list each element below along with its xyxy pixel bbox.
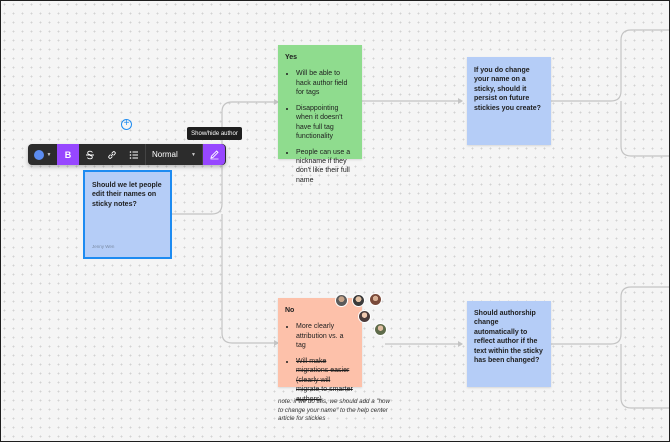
avatar[interactable] — [352, 294, 365, 307]
sticky-question[interactable]: Should we let people edit their names on… — [83, 170, 172, 259]
strikethrough-button[interactable] — [79, 144, 101, 165]
link-button[interactable] — [101, 144, 123, 165]
show-hide-author-button[interactable] — [203, 144, 225, 165]
sticky-author: Jenny Wen — [92, 244, 115, 249]
sticky-persist-text: If you do change your name on a sticky, … — [474, 67, 541, 112]
sticky-authorship[interactable]: Should authorship change automatically t… — [467, 301, 551, 387]
toolbar-divider — [202, 144, 203, 165]
sticky-authorship-text: Should authorship change automatically t… — [474, 310, 543, 365]
connector-authorship-up — [551, 286, 670, 345]
list-item: Will be able to hack author field for ta… — [296, 69, 355, 97]
strikethrough-icon — [86, 150, 94, 159]
text-style-dropdown[interactable]: Normal ▼ — [146, 144, 202, 165]
arrowhead-authorship — [458, 341, 463, 347]
sticky-persist[interactable]: If you do change your name on a sticky, … — [467, 57, 551, 145]
sticky-yes[interactable]: Yes Will be able to hack author field fo… — [278, 45, 362, 184]
add-circle-icon[interactable]: + — [121, 119, 132, 130]
sticky-question-text: Should we let people edit their names on… — [92, 182, 162, 208]
connector-to-no — [221, 214, 274, 344]
connector-authorship-down — [620, 344, 670, 409]
avatar[interactable] — [369, 293, 382, 306]
arrowhead-persist — [458, 98, 463, 104]
link-icon — [108, 150, 116, 159]
connector-persist-down — [620, 101, 670, 157]
arrowhead-yes — [274, 99, 279, 105]
bulleted-list-icon — [129, 150, 138, 159]
arrowhead-no — [274, 340, 279, 346]
list-item: People can use a nickname if they don't … — [296, 148, 355, 186]
avatar[interactable] — [335, 294, 348, 307]
tooltip-show-hide-author: Show/hide author — [187, 127, 242, 140]
bulleted-list-button[interactable] — [123, 144, 145, 165]
color-swatch-icon — [33, 149, 44, 160]
chevron-down-icon: ▼ — [46, 151, 52, 158]
list-item-struck: Will make migrations easier (clearly wil… — [296, 357, 355, 404]
chevron-down-icon: ▼ — [191, 151, 196, 158]
sticky-yes-title: Yes — [285, 54, 298, 61]
sticky-no-list: More clearly attribution vs. a tag Will … — [285, 322, 355, 404]
note-text: note: if we do this, we should add a "ho… — [278, 398, 390, 423]
bold-button[interactable]: B — [57, 144, 79, 165]
avatar[interactable] — [374, 323, 387, 336]
toolbar-divider — [145, 144, 146, 165]
list-item: More clearly attribution vs. a tag — [296, 322, 355, 350]
connector-persist-up — [551, 29, 670, 102]
list-item: Disappointing when it doesn't have full … — [296, 104, 355, 142]
pencil-icon — [209, 150, 219, 160]
sticky-no[interactable]: No More clearly attribution vs. a tag Wi… — [278, 298, 362, 403]
sticky-no-title: No — [285, 307, 295, 314]
sticky-toolbar: ▼ B Normal ▼ — [28, 144, 226, 165]
sticky-yes-list: Will be able to hack author field for ta… — [285, 69, 355, 185]
avatar[interactable] — [358, 310, 371, 323]
text-style-value: Normal — [152, 150, 178, 159]
color-picker-button[interactable]: ▼ — [28, 144, 57, 165]
